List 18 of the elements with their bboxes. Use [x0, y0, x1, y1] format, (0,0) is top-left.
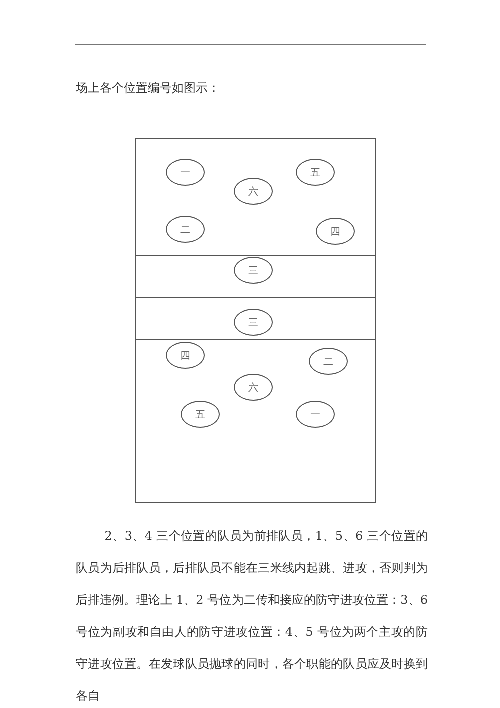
- position-circle: 三: [234, 309, 273, 336]
- court-zone: [135, 297, 376, 340]
- position-circle: 六: [234, 178, 273, 205]
- intro-text: 场上各个位置编号如图示：: [76, 80, 220, 97]
- position-circle: 一: [296, 401, 335, 428]
- position-circle: 六: [234, 374, 273, 401]
- position-circle: 五: [296, 159, 335, 186]
- position-circle: 三: [234, 257, 273, 284]
- position-circle: 四: [316, 218, 355, 245]
- position-circle: 五: [181, 401, 220, 428]
- court-zone: [135, 255, 376, 298]
- position-circle: 四: [166, 342, 205, 369]
- position-circle: 二: [166, 216, 205, 243]
- body-paragraph: 2、3、4 三个位置的队员为前排队员，1、5、6 三个位置的队员为后排队员，后排队员不能在三米线内起跳、进攻，否则判为后排违例。理论上 1、2 号位为二传和接应的防守进攻位置：3、6 号位为副攻和自由人的防守进攻位置：4、5 号位为两个主攻的防守进攻位置。在发球队员抛球的同时，各个职能的队员应及时换到各自: [76, 528, 428, 705]
- court-zone: [135, 138, 376, 256]
- court-zone: [135, 339, 376, 503]
- position-circle: 二: [309, 348, 348, 375]
- position-circle: 一: [166, 159, 205, 186]
